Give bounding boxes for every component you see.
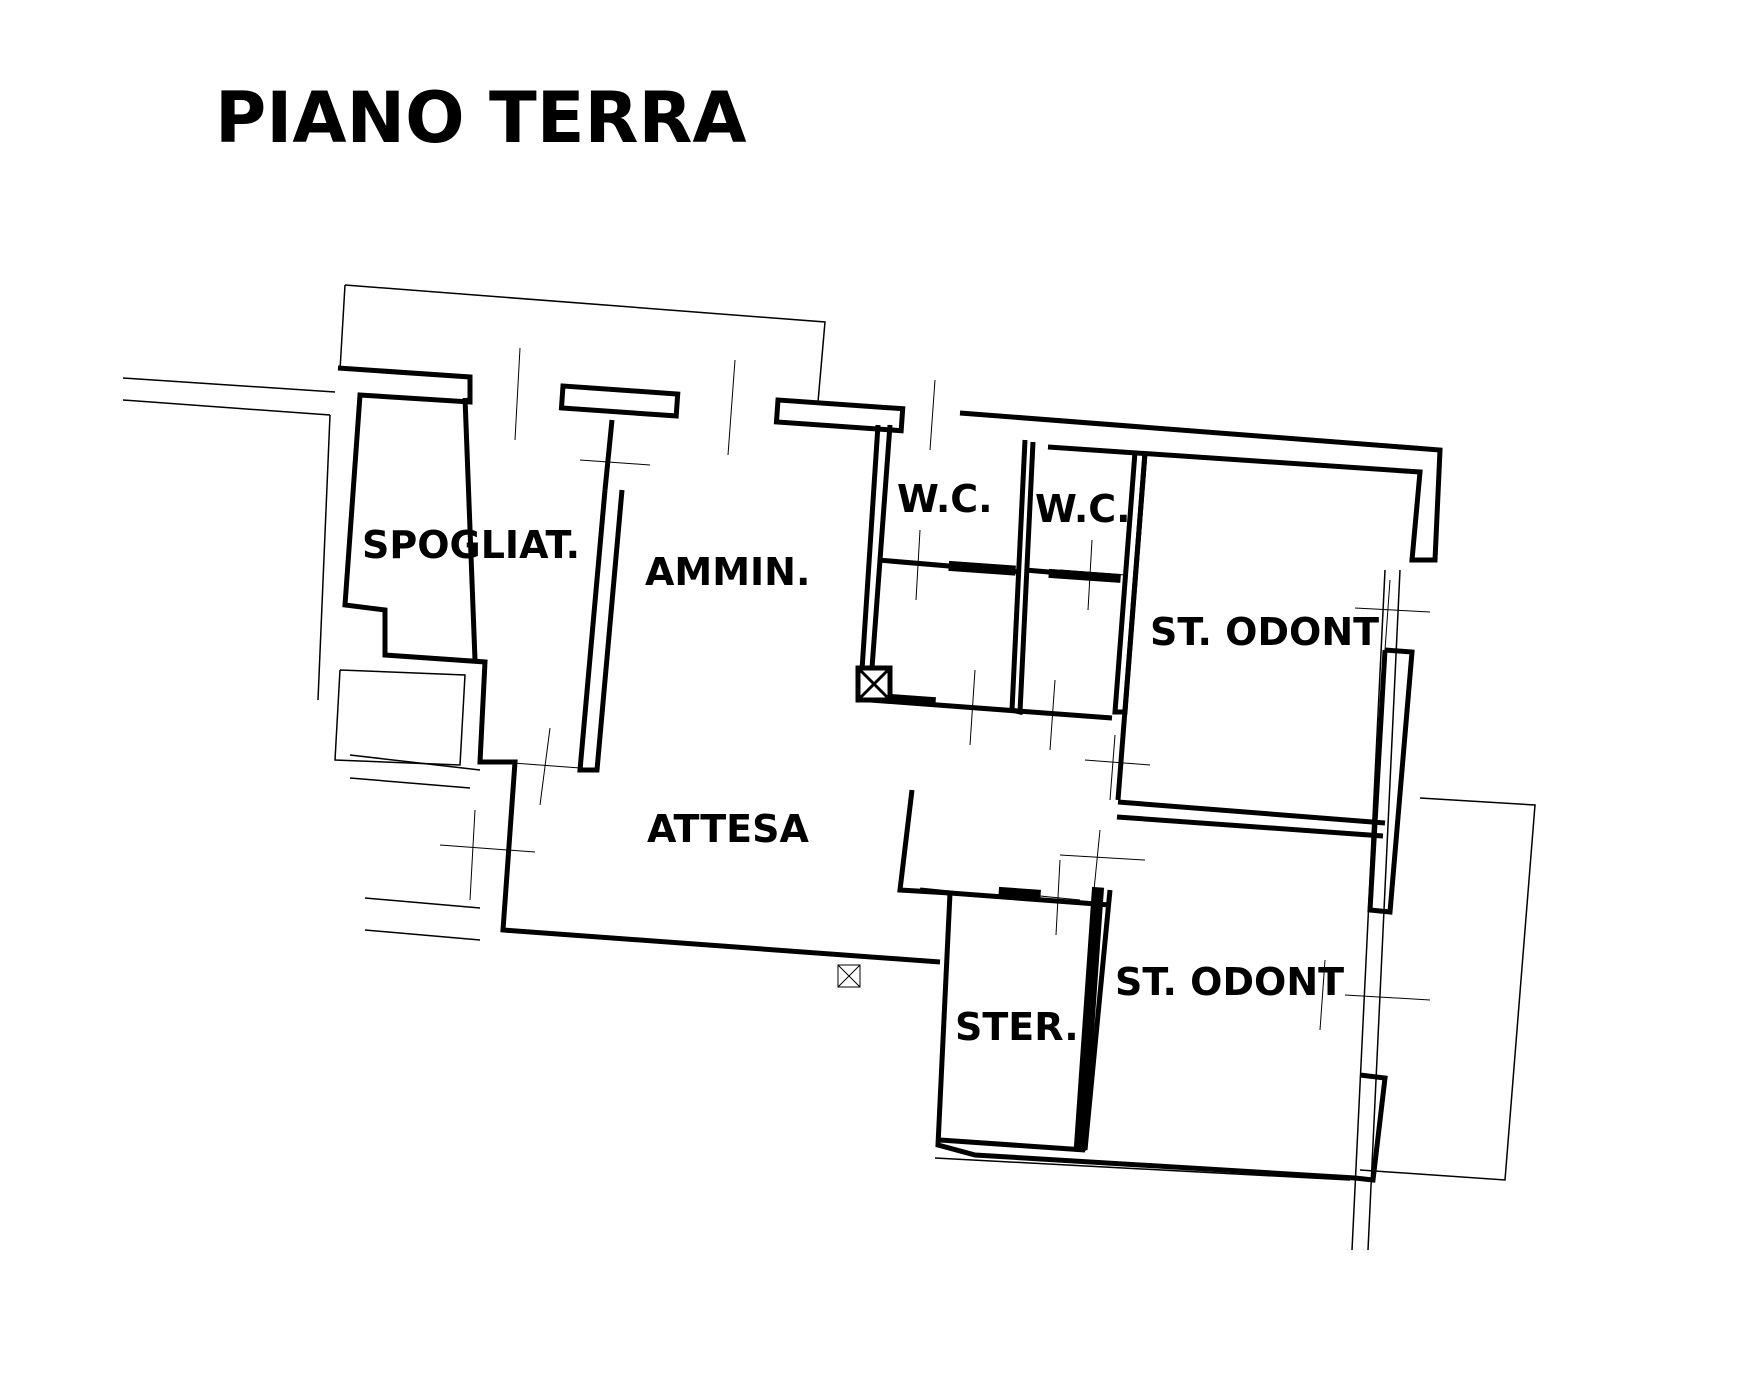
room-label-ster: STER. [955, 1005, 1079, 1049]
room-label-spogliat: SPOGLIAT. [362, 523, 580, 567]
room-label-ammin: AMMIN. [645, 550, 810, 594]
room-label-attesa: ATTESA [647, 807, 809, 851]
room-label-wc-1: W.C. [897, 477, 993, 521]
inner-walls [577, 419, 1386, 1153]
external-shaft-symbol [837, 964, 861, 988]
room-labels: SPOGLIAT. AMMIN. ATTESA W.C. W.C. ST. OD… [362, 477, 1379, 1049]
plan-title: PIANO TERRA [215, 77, 747, 159]
outer-walls [337, 365, 1443, 1183]
context-lines [122, 284, 1536, 1251]
room-label-wc-2: W.C. [1035, 487, 1131, 531]
room-label-st-odont-1: ST. ODONT [1150, 610, 1379, 654]
door-marks [439, 347, 1431, 1031]
room-label-st-odont-2: ST. ODONT [1115, 960, 1344, 1004]
shaft-symbol [855, 665, 936, 707]
